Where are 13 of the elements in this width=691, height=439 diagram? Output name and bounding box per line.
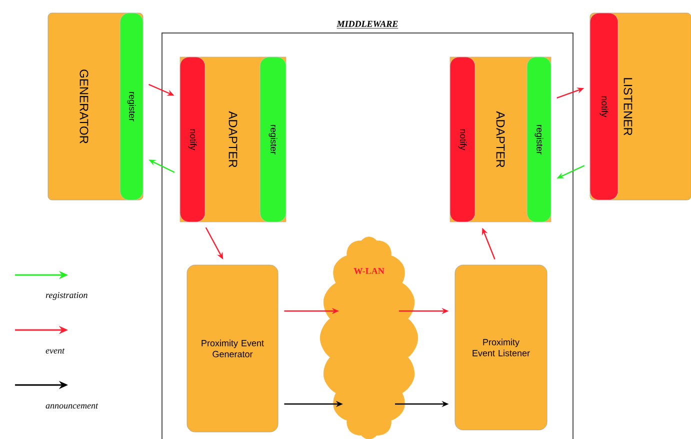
- register-strip: register: [526, 56, 552, 222]
- node-label: MIDDLEWARE: [336, 20, 398, 27]
- notify-strip: notify: [590, 12, 618, 200]
- notify-strip: notify: [450, 56, 476, 222]
- legend-label: event: [46, 348, 65, 354]
- process-box: Proximity Event Generator: [186, 264, 278, 432]
- notify-strip: notify: [180, 56, 206, 222]
- legend-label: registration: [46, 292, 88, 300]
- legend-label: announcement: [46, 403, 98, 409]
- register-strip: register: [120, 12, 144, 200]
- process-box: Proximity Event Listener: [454, 264, 548, 430]
- cloud: W-LAN: [320, 236, 418, 439]
- register-strip: register: [260, 56, 286, 222]
